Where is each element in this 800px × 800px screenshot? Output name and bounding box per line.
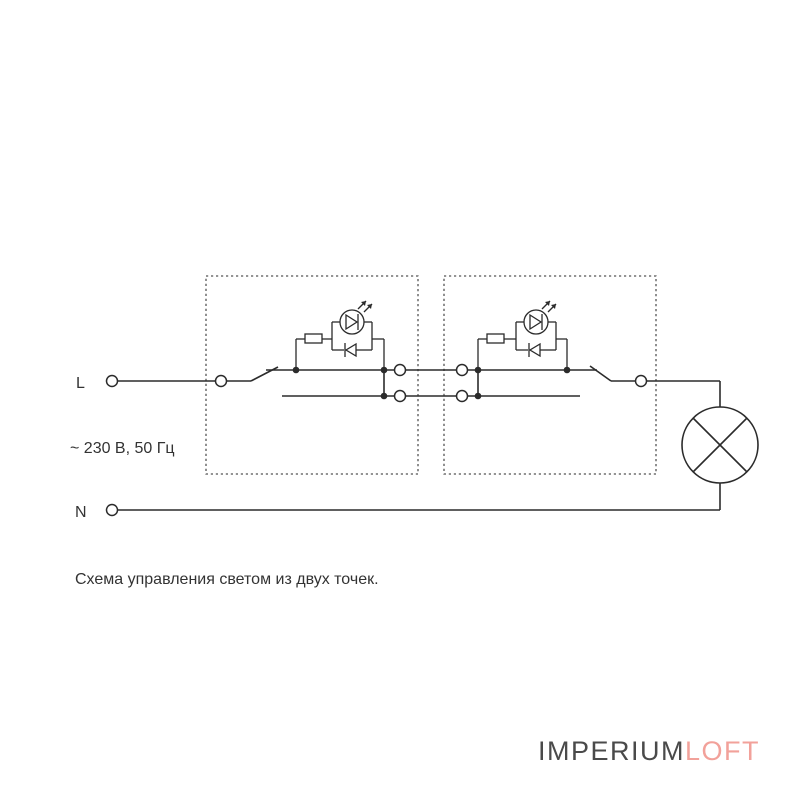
switch-2-indicator-circuit [477, 300, 568, 370]
neutral-label: N [75, 504, 87, 521]
resistor-icon [304, 333, 323, 344]
switch-2-lever-icon [589, 365, 612, 382]
led-indicator-icon [523, 309, 549, 335]
lamp-icon [681, 406, 759, 484]
diode-icon [344, 342, 357, 358]
switch-1-lever-icon [250, 366, 279, 382]
terminals [105, 363, 648, 517]
switch-2-housing [443, 275, 657, 475]
logo-dark-part: IMPERIUM [538, 736, 685, 766]
line-label: L [76, 375, 85, 392]
junction-nodes [292, 366, 571, 400]
switch-1-indicator-circuit [295, 300, 385, 370]
logo-accent-part: LOFT [685, 736, 760, 766]
led-indicator-icon [339, 309, 365, 335]
switch-1-housing [205, 275, 419, 475]
resistor-icon [486, 333, 505, 344]
supply-label: ~ 230 В, 50 Гц [70, 440, 175, 457]
caption: Схема управления светом из двух точек. [75, 571, 379, 588]
brand-logo: IMPERIUMLOFT [538, 736, 760, 766]
diode-icon [528, 342, 541, 358]
wires [116, 369, 721, 511]
